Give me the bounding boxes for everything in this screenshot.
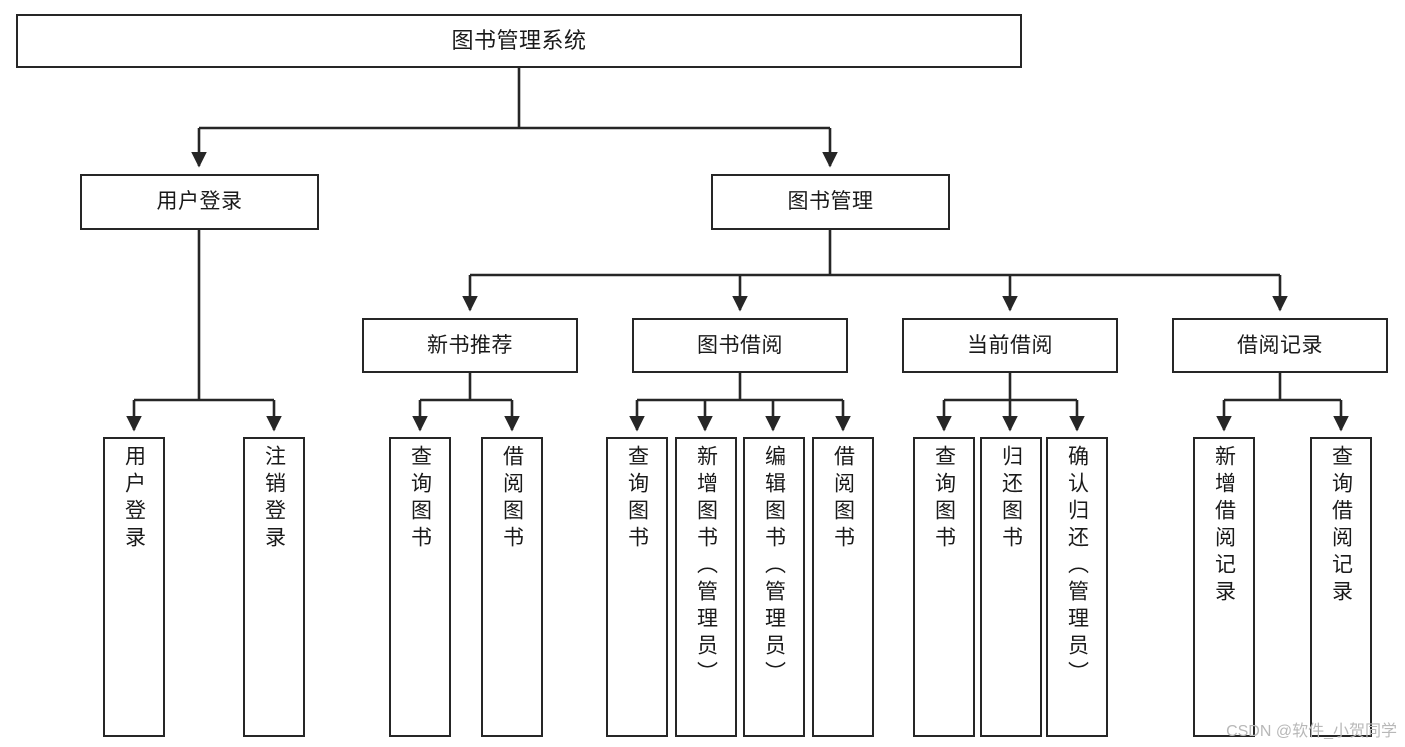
leaf-borrow-books-recommend[interactable]: 借阅图书	[481, 437, 543, 737]
node-label: 新书推荐	[427, 333, 513, 357]
node-borrow-records[interactable]: 借阅记录	[1172, 318, 1388, 373]
leaf-query-books-current[interactable]: 查询图书	[913, 437, 975, 737]
leaf-user-login[interactable]: 用户登录	[103, 437, 165, 737]
leaf-query-books-recommend[interactable]: 查询图书	[389, 437, 451, 737]
node-book-management-module[interactable]: 图书管理	[711, 174, 950, 230]
node-label: 查询图书	[408, 445, 432, 553]
node-label: 归还图书	[999, 445, 1023, 553]
leaf-confirm-return-admin[interactable]: 确认归还（管理员）	[1046, 437, 1108, 737]
node-label: 用户登录	[156, 190, 243, 214]
leaf-edit-book-admin[interactable]: 编辑图书（管理员）	[743, 437, 805, 737]
node-label: 查询借阅记录	[1329, 445, 1353, 607]
node-label: 图书借阅	[697, 333, 783, 357]
node-current-borrow[interactable]: 当前借阅	[902, 318, 1118, 373]
leaf-query-borrow-record[interactable]: 查询借阅记录	[1310, 437, 1372, 737]
leaf-query-books-borrow[interactable]: 查询图书	[606, 437, 668, 737]
node-label: 图书管理系统	[451, 27, 587, 53]
leaf-logout[interactable]: 注销登录	[243, 437, 305, 737]
leaf-borrow-books[interactable]: 借阅图书	[812, 437, 874, 737]
node-label: 当前借阅	[967, 333, 1053, 357]
node-label: 用户登录	[122, 445, 146, 553]
node-label: 新增借阅记录	[1212, 445, 1236, 607]
node-label: 借阅图书	[500, 445, 524, 553]
node-label: 确认归还（管理员）	[1065, 445, 1089, 688]
csdn-watermark: CSDN @软件_小贺同学	[1226, 723, 1397, 740]
node-label: 图书管理	[787, 190, 874, 214]
leaf-add-book-admin[interactable]: 新增图书（管理员）	[675, 437, 737, 737]
node-user-login-module[interactable]: 用户登录	[80, 174, 319, 230]
node-label: 查询图书	[625, 445, 649, 553]
node-new-book-recommend[interactable]: 新书推荐	[362, 318, 578, 373]
leaf-return-books[interactable]: 归还图书	[980, 437, 1042, 737]
node-book-borrow[interactable]: 图书借阅	[632, 318, 848, 373]
leaf-add-borrow-record[interactable]: 新增借阅记录	[1193, 437, 1255, 737]
node-root-system[interactable]: 图书管理系统	[16, 14, 1022, 68]
node-label: 新增图书（管理员）	[694, 445, 718, 688]
node-label: 借阅记录	[1237, 333, 1323, 357]
node-label: 借阅图书	[831, 445, 855, 553]
node-label: 注销登录	[262, 445, 286, 553]
node-label: 查询图书	[932, 445, 956, 553]
node-label: 编辑图书（管理员）	[762, 445, 786, 688]
